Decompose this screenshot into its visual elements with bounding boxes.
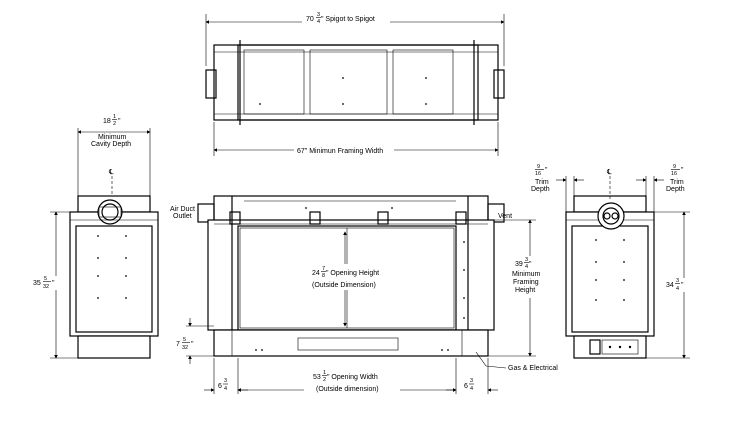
side-right-num: 3 bbox=[470, 378, 473, 384]
trim-left-label-1: Trim bbox=[535, 179, 549, 186]
depth-label-2: Cavity Depth bbox=[91, 141, 131, 148]
base-height-num: 5 bbox=[183, 337, 186, 343]
side-height-num: 5 bbox=[44, 276, 47, 282]
depth-den: 2 bbox=[113, 121, 116, 127]
base-height-unit: " bbox=[191, 341, 194, 348]
depth-label-1: Minimum bbox=[98, 134, 127, 141]
opening-height-sub: (Outside Dimension) bbox=[312, 282, 376, 289]
top-view-left-spigot bbox=[205, 69, 217, 99]
trim-left-label-2: Depth bbox=[531, 186, 550, 193]
top-view-inner-frame bbox=[237, 44, 479, 121]
trim-right-num: 9 bbox=[673, 164, 676, 170]
side-left-whole: 6 bbox=[218, 383, 222, 390]
opening-height-label: " Opening Height bbox=[326, 270, 379, 277]
depth-unit: " bbox=[118, 118, 121, 125]
right-height-unit: " bbox=[681, 282, 684, 289]
opening-height-whole: 24 bbox=[312, 270, 320, 277]
opening-width-whole: 53 bbox=[313, 374, 321, 381]
gas-electrical-label: Gas & Electrical bbox=[508, 365, 558, 372]
right-gas-panel bbox=[589, 339, 601, 355]
side-height-unit: " bbox=[52, 280, 55, 287]
framing-height-unit: " bbox=[529, 261, 532, 268]
spigot-den: 4 bbox=[317, 19, 320, 25]
side-inner-panel bbox=[75, 225, 153, 333]
framing-width-label: 67" Minimun Framing Width bbox=[297, 148, 383, 155]
base-height-whole: 7 bbox=[176, 341, 180, 348]
front-base bbox=[213, 329, 489, 357]
side-right-whole: 6 bbox=[464, 383, 468, 390]
right-vent-collar bbox=[597, 202, 625, 230]
framing-height-whole: 39 bbox=[515, 261, 523, 268]
framing-height-den: 4 bbox=[525, 264, 528, 270]
right-height-whole: 34 bbox=[666, 282, 674, 289]
trim-right-label-2: Depth bbox=[666, 186, 685, 193]
right-height-num: 3 bbox=[676, 278, 679, 284]
right-view: ℄ 9 16 " Trim Depth 9 16 " bbox=[531, 164, 698, 359]
air-duct-label-1: Air Duct bbox=[170, 206, 195, 213]
side-centerline: ℄ bbox=[108, 169, 114, 176]
framing-height-label-2: Framing bbox=[513, 279, 539, 286]
framing-height-num: 3 bbox=[525, 257, 528, 263]
side-left-den: 4 bbox=[224, 386, 227, 392]
depth-whole: 18 bbox=[103, 118, 111, 125]
base-height-den: 32 bbox=[182, 345, 188, 351]
right-main-body bbox=[565, 211, 655, 337]
front-view: Air Duct Outlet Vent 24 7 8 " Opening He… bbox=[170, 195, 558, 394]
trim-left-num: 9 bbox=[537, 164, 540, 170]
top-view: 70 3 4 " Spigot to Spigot 67" Minimun Fr… bbox=[205, 12, 505, 156]
framing-height-label-3: Height bbox=[515, 287, 535, 294]
side-view: 18 1 2 " Minimum Cavity Depth ℄ 35 5 bbox=[30, 114, 159, 359]
air-duct-label-2: Outlet bbox=[173, 213, 192, 220]
vent-label: Vent bbox=[498, 213, 512, 220]
opening-width-label: " Opening Width bbox=[327, 374, 378, 381]
opening-height-num: 7 bbox=[322, 266, 325, 272]
side-height-whole: 35 bbox=[33, 280, 41, 287]
right-control-panel bbox=[601, 339, 639, 355]
side-height-den: 32 bbox=[43, 284, 49, 290]
spigot-whole: 70 bbox=[306, 16, 314, 23]
right-height-den: 4 bbox=[676, 286, 679, 292]
top-view-right-spigot bbox=[493, 69, 505, 99]
right-centerline: ℄ bbox=[606, 169, 612, 176]
spigot-num: 3 bbox=[317, 12, 320, 18]
opening-height-den: 8 bbox=[322, 273, 325, 279]
front-vent-stub bbox=[487, 203, 505, 223]
trim-right-unit: " bbox=[681, 167, 684, 174]
side-left-num: 3 bbox=[224, 378, 227, 384]
spigot-label: " Spigot to Spigot bbox=[321, 16, 375, 23]
front-air-duct-stub bbox=[197, 203, 215, 223]
opening-width-num: 1 bbox=[323, 370, 326, 376]
depth-num: 1 bbox=[113, 114, 116, 120]
side-base bbox=[77, 335, 151, 359]
framing-height-label-1: Minimum bbox=[512, 271, 541, 278]
trim-left-unit: " bbox=[545, 167, 548, 174]
opening-width-den: 2 bbox=[323, 377, 326, 383]
trim-left-den: 16 bbox=[535, 171, 541, 177]
side-main-body bbox=[69, 211, 159, 337]
front-base-panel bbox=[297, 337, 399, 351]
top-view-body bbox=[213, 44, 499, 121]
side-right-den: 4 bbox=[470, 386, 473, 392]
trim-right-label-1: Trim bbox=[670, 179, 684, 186]
trim-right-den: 16 bbox=[671, 171, 677, 177]
opening-width-sub: (Outside dimension) bbox=[316, 386, 379, 393]
